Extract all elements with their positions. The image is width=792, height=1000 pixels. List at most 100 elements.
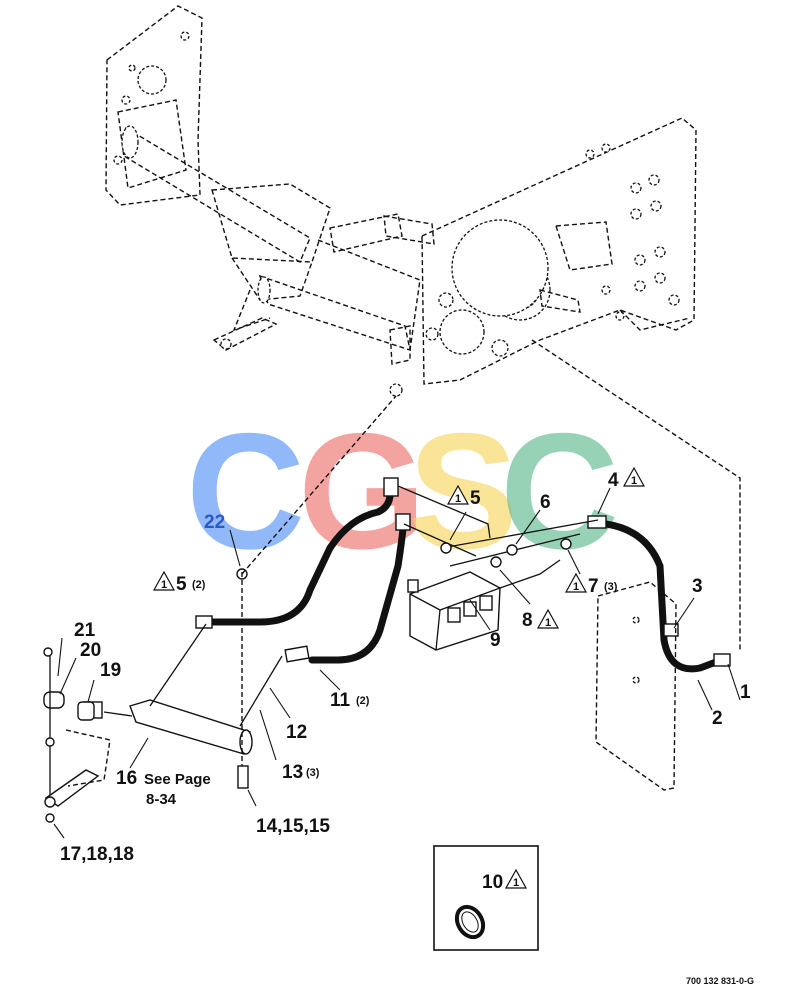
drive-shaft <box>383 215 435 245</box>
leader-7 <box>567 549 581 575</box>
bolt-17 <box>45 813 55 823</box>
valve-block <box>407 559 561 651</box>
callout-16-note: See Page <box>144 771 211 788</box>
sprocket <box>451 219 549 317</box>
note-triangle <box>536 608 560 629</box>
cross-beam-upper <box>329 213 403 253</box>
leader-2 <box>697 679 713 711</box>
right-frame-assembly <box>383 117 741 650</box>
leader-22-label <box>229 529 241 567</box>
frame-bolt-hole <box>601 285 611 295</box>
tube-upper <box>397 485 491 539</box>
leader-21 <box>57 637 63 677</box>
fitting-top <box>383 477 399 497</box>
right-frame-flange <box>619 309 691 331</box>
callout-17-18-18: 17,18,18 <box>60 844 134 865</box>
note-triangle <box>504 868 528 889</box>
frame-bolt-hole <box>648 174 660 186</box>
cross-tube-end <box>257 276 271 304</box>
nut-19 <box>77 701 95 721</box>
washer <box>45 737 55 747</box>
leader-5-cylinder <box>149 623 207 707</box>
leader-5a <box>449 511 467 541</box>
callout-1: 1 <box>740 682 751 703</box>
frame-bolt-hole <box>630 208 642 220</box>
tube-end <box>121 125 139 159</box>
valve-port <box>479 595 493 611</box>
hose-leader-right <box>531 339 741 650</box>
note-triangle <box>152 570 176 591</box>
inset-frame <box>433 845 539 951</box>
leader-16 <box>129 737 149 769</box>
frame-bolt-hole <box>650 200 662 212</box>
tube-right-upper <box>441 519 599 549</box>
leader-19 <box>87 679 95 703</box>
valve-port <box>463 601 477 617</box>
fitting-7 <box>560 538 572 550</box>
bolt-head <box>389 383 403 397</box>
right-frame-plate <box>421 117 697 385</box>
leader-4 <box>597 487 611 515</box>
main-tube <box>123 126 311 264</box>
callout-12: 12 <box>286 722 307 743</box>
callout-5a: 5 <box>470 488 481 509</box>
callout-22: 22 <box>204 512 225 533</box>
note-triangle <box>622 466 646 487</box>
hose-cylinder-lower <box>308 516 408 664</box>
frame-bolt-hole <box>634 280 646 292</box>
callout-13-qty: (3) <box>306 767 320 779</box>
cylinder-end-cap <box>239 729 253 755</box>
leader-6 <box>515 509 541 545</box>
callout-11-qty: (2) <box>356 695 370 707</box>
note-triangle <box>564 572 588 593</box>
figure-id: 700 132 831-0-G <box>686 976 754 986</box>
pivot-arm-end <box>44 796 56 808</box>
frame-large-hole <box>439 309 485 355</box>
frame-bolt-hole <box>668 294 680 306</box>
frame-bolt-hole <box>634 254 646 266</box>
callout-6: 6 <box>540 492 551 513</box>
frame-bolt-hole <box>113 155 123 165</box>
leader-17 <box>53 823 65 839</box>
callout-3: 3 <box>692 576 703 597</box>
gearbox-arm <box>232 289 271 332</box>
frame-bolt-hole <box>615 311 625 321</box>
bolt-21-head <box>43 647 53 657</box>
frame-bolt-hole <box>585 149 595 159</box>
mount-bracket <box>389 325 411 365</box>
callout-13: 13 <box>282 762 303 783</box>
hose-right <box>602 520 720 673</box>
note-glyph: 1 <box>573 581 579 593</box>
frame-bolt-hole <box>601 143 611 153</box>
watermark-letter-s: S <box>408 399 518 583</box>
callout-labels: 22 1 2 3 4 1 1 5 6 1 7 (3) 8 1 9 1 5 (2)… <box>60 466 751 865</box>
leader-13 <box>259 709 277 761</box>
o-ring <box>454 904 486 940</box>
hydraulic-cylinder <box>85 623 283 755</box>
panel-hole <box>632 616 640 624</box>
o-ring-inner <box>461 911 479 933</box>
note-glyph: 1 <box>161 579 167 591</box>
frame-bolt-hole <box>180 31 190 41</box>
valve-port <box>447 607 461 623</box>
hydraulic-lines <box>195 477 731 673</box>
pivot-arm-assembly <box>43 395 397 823</box>
gearbox-lower <box>231 257 313 301</box>
fitting-union <box>284 645 310 663</box>
leader-1 <box>727 663 741 701</box>
leader-8 <box>499 569 531 605</box>
callout-7: 7 <box>588 576 599 597</box>
gear-shaft <box>539 289 581 313</box>
watermark-letter-g: G <box>298 399 426 583</box>
cross-beam-side <box>317 239 421 351</box>
leader-9 <box>469 599 491 631</box>
callout-4: 4 <box>608 470 619 491</box>
leader-14 <box>247 789 257 807</box>
note-triangle <box>446 484 470 505</box>
fitting-8 <box>490 556 502 568</box>
frame-bolt-hole <box>654 246 666 258</box>
leader-11-cylinder <box>239 655 283 727</box>
left-frame-inner-panel <box>117 99 187 189</box>
callout-9: 9 <box>490 630 501 651</box>
